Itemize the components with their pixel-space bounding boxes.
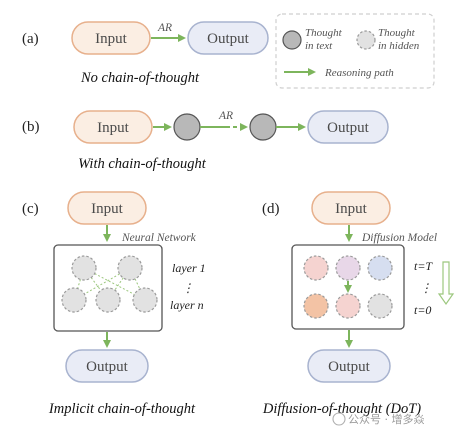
panel-c-layer-dots: ⋮	[182, 281, 194, 295]
panel-b-ar-label: AR	[218, 110, 233, 122]
legend-reasoning-path: Reasoning path	[324, 67, 394, 79]
panel-c-hidden-node	[61, 287, 87, 313]
legend-thought-hidden-line2: in hidden	[378, 40, 420, 52]
panel-a-output-label: Output	[207, 31, 250, 47]
panel-c-label: (c)	[22, 201, 39, 217]
panel-d-output-box: Output	[307, 349, 391, 383]
panel-a-caption: No chain-of-thought	[80, 70, 200, 86]
wechat-icon	[332, 412, 346, 426]
panel-c-layer-n: layer n	[170, 298, 204, 312]
panel-c-output-box: Output	[65, 349, 149, 383]
panel-c-hidden-node	[132, 287, 158, 313]
panel-d-t-dots: ⋮	[420, 281, 432, 295]
panel-c-layer-1: layer 1	[172, 261, 206, 275]
legend-thought-text-line2: in text	[305, 40, 333, 52]
panel-c-hidden-node	[95, 287, 121, 313]
panel-d-diffusion-box	[291, 244, 405, 330]
panel-c-network-label: Neural Network	[121, 232, 197, 244]
watermark: 公众号 · 增多焱	[332, 412, 425, 426]
panel-a-input-label: Input	[95, 31, 127, 47]
legend-thought-hidden-line1: Thought	[378, 27, 416, 39]
panel-d-output-label: Output	[328, 359, 371, 375]
panel-d-time-arrow-icon	[437, 261, 455, 306]
panel-a-input-box: Input	[71, 21, 151, 55]
panel-d-t-top: t=T	[414, 259, 433, 273]
panel-a-ar-label: AR	[157, 22, 172, 34]
panel-d-caption: Diffusion-of-thought (DoT)	[262, 401, 421, 417]
panel-c-caption: Implicit chain-of-thought	[48, 401, 196, 417]
panel-d-denoised-thought	[303, 293, 329, 319]
panel-b-caption: With chain-of-thought	[78, 156, 207, 172]
thought-in-hidden-icon	[356, 30, 376, 50]
panel-c-output-label: Output	[86, 359, 129, 375]
panel-c-network-box	[53, 244, 163, 332]
panel-b-output-label: Output	[327, 120, 370, 136]
watermark-text: 公众号 · 增多焱	[348, 412, 425, 426]
panel-a-output-box: Output	[187, 21, 269, 55]
panel-d-input-box: Input	[311, 191, 391, 225]
panel-c-hidden-node	[117, 255, 143, 281]
panel-b-output-box: Output	[307, 110, 389, 144]
legend-box: Thought in text Thought in hidden Reason…	[275, 13, 435, 89]
panel-d-noisy-thought	[335, 255, 361, 281]
panel-d-noisy-thought	[303, 255, 329, 281]
legend-thought-text-line1: Thought	[305, 27, 343, 39]
thought-in-text-icon	[282, 30, 302, 50]
panel-b-label: (b)	[22, 119, 40, 135]
panel-a-label: (a)	[22, 31, 39, 47]
panel-d-label: (d)	[262, 201, 280, 217]
panel-d-t-bottom: t=0	[414, 303, 431, 317]
panel-b-thought-1	[173, 113, 201, 141]
panel-b-thought-2	[249, 113, 277, 141]
panel-d-denoised-thought	[367, 293, 393, 319]
panel-b-input-label: Input	[97, 120, 129, 136]
panel-d-denoised-thought	[335, 293, 361, 319]
panel-c-hidden-node	[71, 255, 97, 281]
panel-d-noisy-thought	[367, 255, 393, 281]
panel-b-input-box: Input	[73, 110, 153, 144]
panel-d-input-label: Input	[335, 201, 367, 217]
panel-c-input-label: Input	[91, 201, 123, 217]
panel-c-input-box: Input	[67, 191, 147, 225]
panel-d-model-label: Diffusion Model	[361, 232, 437, 244]
